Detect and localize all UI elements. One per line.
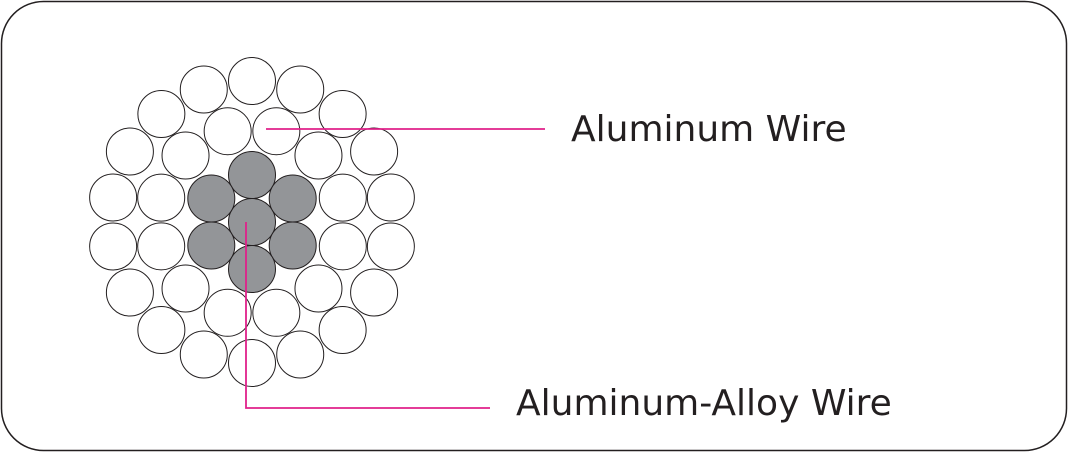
aluminum-strand-layer-3-13	[105, 268, 154, 317]
aluminum-strand-layer-3-8	[318, 306, 367, 355]
aluminum-strand-layer-2-12	[203, 107, 252, 156]
aluminum-strand-layer-3-17	[137, 89, 186, 138]
aluminum-strand-layer-2-11	[161, 131, 210, 180]
aluminum-strand-layer-2-10	[137, 173, 186, 222]
aluminum-strand-layer-2-9	[137, 222, 186, 271]
aluminum-strand-layer-3-14	[89, 222, 138, 271]
aluminum-strand-layer-3-18	[179, 65, 228, 114]
aluminum-strand-layer-2-8	[161, 264, 210, 313]
aluminum-strand-layer-3-11	[179, 330, 228, 379]
aluminum-wire-label: Aluminum Wire	[571, 109, 847, 150]
alloy-strand-layer-1-4	[228, 245, 276, 293]
aluminum-strand-layer-3-12	[137, 306, 186, 355]
aluminum-strand-layer-3-4	[350, 127, 399, 176]
alloy-strand-layer-1-6	[187, 174, 236, 223]
strand-bundle	[89, 57, 415, 387]
alloy-strand-layer-1-2	[268, 174, 317, 223]
aluminum-strand-layer-3-7	[350, 268, 399, 317]
aluminum-strand-layer-2-6	[252, 288, 301, 337]
aluminum-strand-layer-3-2	[276, 65, 325, 114]
aluminum-strand-layer-2-7	[203, 288, 252, 337]
aluminum-strand-layer-3-5	[366, 173, 415, 222]
alloy-strand-layer-1-3	[268, 221, 317, 270]
aluminum-alloy-wire-label: Aluminum-Alloy Wire	[516, 383, 892, 424]
alloy-wire-leader-line	[245, 222, 490, 409]
aluminum-strand-layer-2-1	[252, 107, 301, 156]
aluminum-strand-layer-2-4	[318, 222, 367, 271]
aluminum-strand-layer-3-10	[228, 339, 276, 387]
aluminum-strand-layer-3-1	[228, 57, 276, 105]
aluminum-strand-layer-3-9	[276, 330, 325, 379]
aluminum-strand-layer-3-16	[105, 127, 154, 176]
aluminum-strand-layer-3-15	[89, 173, 138, 222]
alloy-strand-center-1	[228, 198, 276, 246]
alloy-strand-layer-1-5	[187, 221, 236, 270]
aluminum-strand-layer-2-5	[294, 264, 343, 313]
aluminum-strand-layer-3-6	[366, 222, 415, 271]
aluminum-strand-layer-2-3	[318, 173, 367, 222]
alloy-strand-layer-1-1	[228, 151, 276, 199]
aluminum-strand-layer-3-3	[318, 89, 367, 138]
aluminum-strand-layer-2-2	[294, 131, 343, 180]
